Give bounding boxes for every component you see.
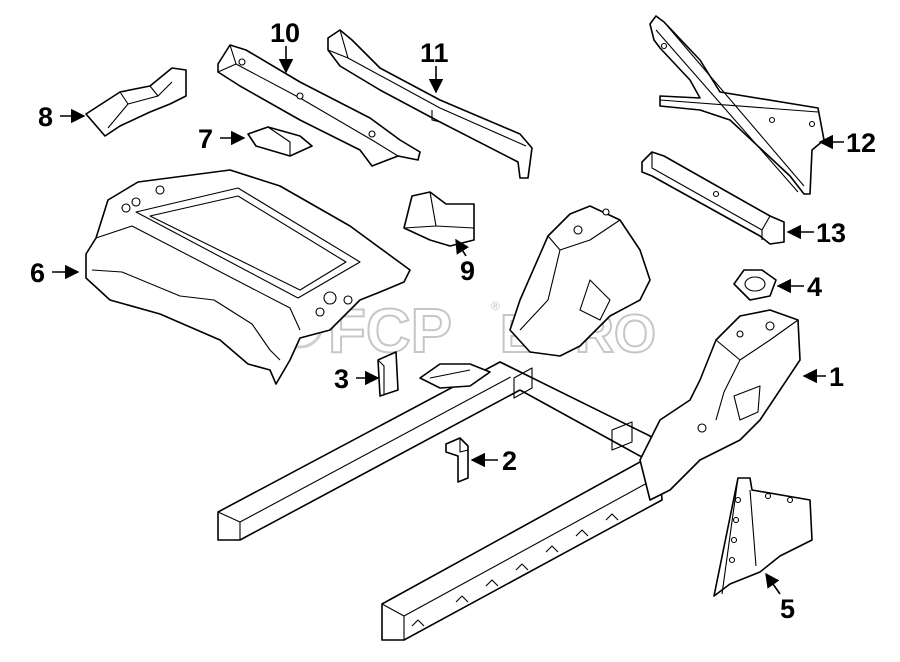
callout-leaders — [52, 46, 844, 595]
part-8-bracket[interactable] — [85, 67, 187, 137]
part-13-crossmember[interactable] — [641, 151, 785, 245]
watermark-registered: ® — [491, 299, 500, 313]
callout-3: 3 — [334, 364, 349, 394]
callout-8: 8 — [38, 102, 53, 132]
callout-4: 4 — [807, 272, 822, 302]
part-5-gusset[interactable] — [713, 477, 813, 597]
callout-7: 7 — [198, 124, 213, 154]
callout-6: 6 — [30, 258, 45, 288]
callout-1: 1 — [829, 362, 844, 392]
part-4-grommet[interactable] — [733, 269, 777, 301]
callout-11: 11 — [420, 38, 449, 68]
main-frame[interactable] — [217, 361, 663, 641]
callout-10: 10 — [270, 18, 300, 48]
upper-rail[interactable] — [509, 205, 651, 357]
part-2-bracket[interactable] — [445, 437, 469, 483]
part-3-plate[interactable] — [377, 351, 399, 397]
callout-labels: 1 2 3 4 5 6 7 8 9 10 11 12 13 — [30, 18, 876, 624]
callout-12: 12 — [846, 128, 876, 158]
part-10-rail[interactable] — [217, 44, 421, 167]
part-12-brace[interactable] — [649, 15, 825, 195]
part-6-panel[interactable] — [85, 169, 411, 385]
callout-13: 13 — [816, 218, 846, 248]
callout-9: 9 — [460, 256, 475, 286]
part-1-strut-tower[interactable] — [639, 309, 801, 501]
part-11-rail[interactable] — [327, 29, 533, 179]
part-9-bracket[interactable] — [403, 191, 475, 247]
callout-5: 5 — [780, 594, 795, 624]
part-7-plate[interactable] — [247, 126, 313, 157]
callout-2: 2 — [502, 446, 517, 476]
